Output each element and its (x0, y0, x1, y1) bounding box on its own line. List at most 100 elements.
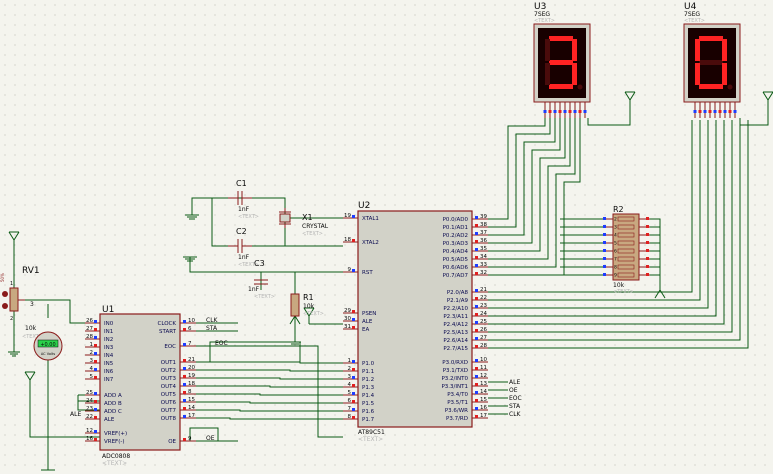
u2-pin-marker (352, 408, 355, 411)
r2-pin-marker (646, 265, 649, 268)
u2-pin-number: 7 (348, 406, 352, 412)
u3-part-label: 7SEG (534, 11, 550, 18)
u2-pin-marker (475, 375, 478, 378)
ground-icon (289, 341, 301, 347)
x1-crystal[interactable]: X1 CRYSTAL <TEXT> (279, 208, 329, 237)
u2-pin-name: P2.4/A12 (443, 322, 468, 328)
r2-resistor-element (617, 264, 635, 270)
u2-pin-name: P0.4/AD4 (443, 249, 469, 255)
seg-pin-marker (583, 110, 587, 113)
u2-body (357, 210, 473, 428)
ground-icon (185, 214, 199, 220)
u1-pin-number: 23 (86, 406, 93, 412)
r2-pin-marker (603, 241, 606, 244)
u2-pin-number: 16 (480, 405, 487, 411)
u1-pin-number: 5 (90, 374, 94, 380)
u2-pin-marker (475, 399, 478, 402)
u2-pin-name: P3.1/TXD (443, 368, 468, 374)
u1-pin-marker (94, 344, 97, 347)
u1-pin-number: 4 (90, 366, 94, 372)
u3-segments (545, 36, 583, 90)
c2-capacitor-icon (228, 239, 252, 253)
seg-pin-marker (543, 110, 547, 113)
u3-placeholder: <TEXT> (534, 18, 555, 24)
u2-pin-number: 28 (480, 343, 487, 349)
r2-pin-number: 7 (614, 257, 617, 263)
c2-capacitor[interactable]: C2 1nF <TEXT> (228, 227, 259, 268)
u1-pin-number: 10 (188, 318, 195, 324)
c1-placeholder: <TEXT> (238, 214, 259, 220)
u2-pin-name: P2.3/A11 (443, 314, 468, 320)
seg-pin-marker (723, 110, 727, 113)
u1-pin-name: OUT3 (161, 376, 177, 382)
u2-pin-marker (352, 310, 355, 313)
u2-pin-name: P1.1 (362, 369, 374, 375)
r2-pin-marker (603, 217, 606, 220)
u2-pin-number: 13 (480, 381, 487, 387)
u1-pin-number: 22 (86, 414, 93, 420)
u1-body (99, 313, 181, 451)
r2-resistor-element (617, 224, 635, 230)
pot-knob-icon[interactable] (2, 291, 8, 297)
r2-pin-marker (646, 273, 649, 276)
u2-pin-marker (352, 384, 355, 387)
seg-pin-marker (733, 110, 737, 113)
u1-pin-number: 16 (86, 436, 93, 442)
r2-body (612, 213, 640, 281)
u2-pin-name: P0.0/AD0 (443, 217, 469, 223)
r2-part-label: 10k (613, 282, 625, 289)
u2-pin-marker (352, 318, 355, 321)
seg-pin-marker (728, 110, 732, 113)
r2-pin-marker (646, 257, 649, 260)
u3-7seg[interactable]: U3 7SEG <TEXT> (533, 2, 591, 118)
r2-pin-marker (603, 257, 606, 260)
u2-pin-number: 26 (480, 327, 487, 333)
power-arrow-icon (289, 315, 301, 325)
seg-pin-marker (558, 110, 562, 113)
u2-pin-number: 9 (348, 267, 352, 273)
u2-pin-number: 38 (480, 222, 487, 228)
rv1-potentiometer[interactable]: RV1 1 2 3 10k <TEXT> 50% (0, 266, 43, 340)
segment-dp (727, 84, 733, 90)
u1-pin-marker (183, 375, 186, 378)
r2-pin-marker (603, 265, 606, 268)
c3-capacitor[interactable]: C3 1nF <TEXT> (248, 259, 275, 300)
u2-pin-marker (475, 321, 478, 324)
c3-value-label: 1nF (248, 286, 260, 293)
u1-pin-number: 19 (188, 373, 195, 379)
x1-part-label: CRYSTAL (302, 223, 329, 230)
u2-pin-marker (352, 368, 355, 371)
u3-ref-label: U3 (534, 2, 546, 12)
u1-pin-marker (94, 400, 97, 403)
segment-a (699, 36, 723, 41)
segment-e (695, 63, 700, 85)
r1-resistor[interactable]: R1 10k <TEXT> (290, 293, 324, 317)
u1-pin-marker (94, 430, 97, 433)
u1-pin-number: 21 (188, 357, 195, 363)
u2-pin-number: 21 (480, 287, 487, 293)
r1-value-label: 10k (303, 303, 315, 310)
c1-capacitor[interactable]: C1 1nF <TEXT> (228, 179, 259, 220)
u2-pin-marker (475, 248, 478, 251)
u4-ref-label: U4 (684, 2, 697, 12)
r2-pin-marker (603, 273, 606, 276)
voltmeter[interactable]: +0.00 AC Volts (33, 331, 63, 361)
u2-pin-name: EA (362, 327, 369, 333)
u4-segments (695, 36, 733, 90)
u1-pin-name: ADD C (104, 409, 122, 415)
u2-pin-name: P0.2/AD2 (443, 233, 468, 239)
u1-pin-name: OUT2 (161, 368, 176, 374)
u2-pin-name: P3.2/INT0 (441, 376, 468, 382)
seg-pin-marker (563, 110, 567, 113)
u1-pin-name: IN4 (104, 353, 114, 359)
segment-a (549, 36, 573, 41)
pot-knob-icon[interactable] (2, 303, 8, 309)
r2-resistor-element (617, 232, 635, 238)
seg-pin-marker (698, 110, 702, 113)
u1-pin-number: 27 (86, 326, 93, 332)
u4-7seg[interactable]: U4 7SEG <TEXT> (683, 2, 741, 118)
